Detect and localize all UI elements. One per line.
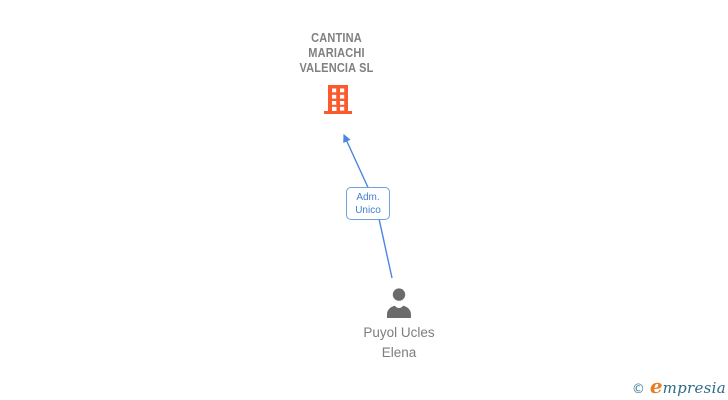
brand-initial: e (649, 374, 663, 398)
brand-text: mpresia (662, 379, 726, 397)
company-name-line: VALENCIA SL (299, 61, 374, 75)
person-name-line: Puyol Ucles (363, 325, 435, 340)
copyright-icon: © (631, 382, 645, 397)
empresia-logo[interactable]: © e mpresia (632, 376, 726, 397)
relationship-label-box: Adm. Unico (346, 187, 390, 220)
relationship-label-line: Unico (355, 204, 381, 216)
building-icon[interactable] (321, 84, 355, 116)
person-icon[interactable] (384, 287, 414, 319)
company-name-line: CANTINA (311, 31, 362, 45)
person-name-line: Elena (381, 345, 417, 360)
company-name[interactable]: CANTINA MARIACHI VALENCIA SL (257, 31, 416, 76)
relationship-label-line: Adm. (356, 191, 380, 203)
company-name-line: MARIACHI (308, 46, 365, 60)
person-name[interactable]: Puyol Ucles Elena (309, 323, 489, 363)
